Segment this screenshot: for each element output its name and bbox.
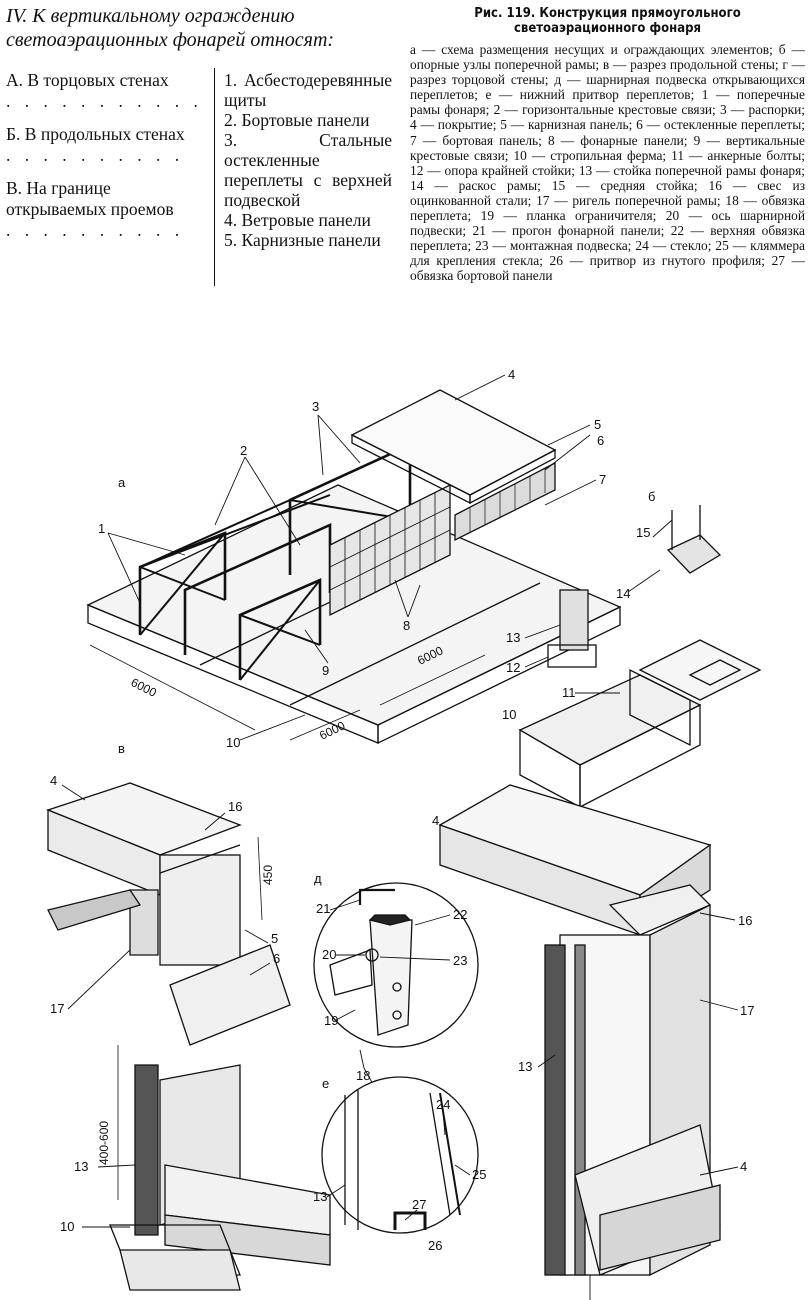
callout-11: 11 (562, 685, 576, 700)
column-divider (214, 68, 215, 286)
answer-3: 3. Стальные остекленные переплеты с верх… (224, 130, 392, 210)
option-b-dots: . . . . . . . . . . (6, 145, 185, 165)
callout-10-section-v: 10 (60, 1219, 74, 1234)
callout-5-section-v: 5 (271, 931, 278, 946)
callout-17-section-g: 17 (740, 1003, 754, 1018)
callout-16-section-g: 16 (738, 913, 752, 928)
callout-23: 23 (453, 953, 467, 968)
option-a-label: А. В торцовых стенах (6, 70, 169, 90)
dim-6000-left: 6000 (129, 675, 159, 700)
option-a: А. В торцовых стенах . . . . . . . . . .… (6, 70, 206, 112)
answer-4: 4. Ветровые панели (224, 210, 371, 230)
option-a-dots: . . . . . . . . . . . (6, 91, 203, 111)
technical-drawing: а б в д е 6000 6000 6000 450 400-600 1 2… (46, 367, 762, 1300)
view-g-end-section (438, 784, 739, 1300)
callout-10-truss: 10 (226, 735, 240, 750)
callout-9: 9 (322, 663, 329, 678)
view-a-isometric (86, 374, 622, 745)
callout-4-roof: 4 (508, 367, 515, 382)
callout-14: 14 (616, 586, 630, 601)
callout-19: 19 (324, 1013, 338, 1028)
answer-list: 1. Асбестодеревянные щиты 2. Бортовые па… (224, 70, 392, 250)
callout-1: 1 (98, 521, 105, 536)
callout-5-top: 5 (594, 417, 601, 432)
figure-title: Рис. 119. Конструкция прямоугольного све… (474, 6, 741, 36)
callout-13-rebate: 13 (313, 1189, 327, 1204)
callout-22: 22 (453, 907, 467, 922)
view-v-section (46, 782, 331, 1291)
option-v: В. На границе открываемых проемов . . . … (6, 178, 206, 241)
callouts: 1 2 3 4 5 6 7 8 9 10 11 10 12 13 14 15 4… (50, 367, 754, 1253)
figure-caption: а — схема размещения несущих и ограждающ… (410, 42, 805, 284)
dim-450: 450 (261, 865, 275, 885)
option-b: Б. В продольных стенах . . . . . . . . .… (6, 124, 206, 166)
view-label-d: д (314, 871, 322, 886)
dim-400-600: 400-600 (97, 1121, 111, 1165)
callout-12: 12 (506, 660, 520, 675)
view-label-b: б (648, 489, 655, 504)
callout-4-section-v: 4 (50, 773, 57, 788)
view-d-hinge-detail (313, 882, 479, 1116)
callout-15: 15 (636, 525, 650, 540)
view-b-supports (518, 505, 762, 809)
callout-8: 8 (403, 618, 410, 633)
option-v-dots: . . . . . . . . . . (6, 220, 185, 240)
view-label-a: а (118, 475, 126, 490)
view-label-v: в (118, 741, 125, 756)
question-options: А. В торцовых стенах . . . . . . . . . .… (6, 70, 206, 253)
answer-1: 1. Асбестодеревянные щиты (224, 70, 392, 110)
callout-2: 2 (240, 443, 247, 458)
callout-13-support: 13 (506, 630, 520, 645)
callout-13-section-g: 13 (518, 1059, 532, 1074)
callout-6-top: 6 (597, 433, 604, 448)
callout-18-hinge: 18 (356, 1068, 370, 1083)
dim-6000-bottom: 6000 (317, 718, 347, 742)
answer-2: 2. Бортовые панели (224, 110, 370, 130)
callout-16-section-v: 16 (228, 799, 242, 814)
callout-13-section-v: 13 (74, 1159, 88, 1174)
option-b-label: Б. В продольных стенах (6, 124, 185, 144)
callout-6-section-v: 6 (273, 951, 280, 966)
callout-24: 24 (436, 1097, 450, 1112)
callout-10-support: 10 (502, 707, 516, 722)
callout-4-section-g-bottom: 4 (740, 1159, 747, 1174)
callout-25: 25 (472, 1167, 486, 1182)
callout-20: 20 (322, 947, 336, 962)
callout-17-section-v: 17 (50, 1001, 64, 1016)
view-label-e: е (322, 1076, 329, 1091)
callout-21: 21 (316, 901, 330, 916)
callout-26: 26 (428, 1238, 442, 1253)
option-v-label: В. На границе открываемых проемов (6, 178, 174, 219)
callout-7: 7 (599, 472, 606, 487)
callout-4-section-g: 4 (432, 813, 439, 828)
callout-3: 3 (312, 399, 319, 414)
view-e-rebate-detail (321, 1076, 479, 1234)
question-title: IV. К вертикальному ограждению светоаэра… (6, 5, 335, 51)
answer-5: 5. Карнизные панели (224, 230, 381, 250)
callout-27: 27 (412, 1197, 426, 1212)
